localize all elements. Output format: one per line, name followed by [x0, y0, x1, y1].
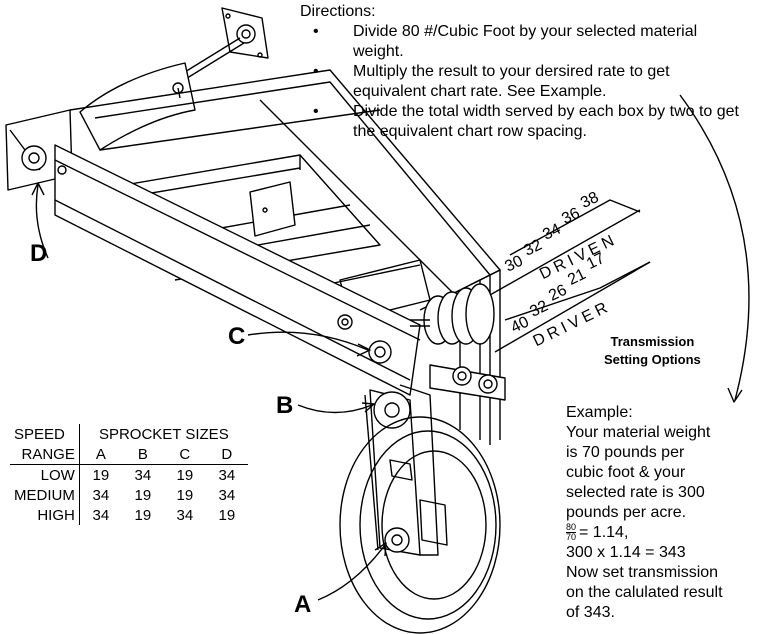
directions-list: •Divide 80 #/Cubic Foot by your selected… — [313, 22, 743, 142]
gear-bracket — [429, 364, 506, 401]
bullet-icon: • — [313, 23, 319, 40]
callout-b: B — [276, 392, 294, 419]
transmission-cone — [410, 283, 495, 345]
direction-item: •Divide 80 #/Cubic Foot by your selected… — [313, 23, 698, 60]
table-row: MEDIUM 34 19 19 34 — [10, 485, 248, 505]
example-line: on the calulated result — [566, 584, 723, 601]
callout-c: C — [228, 323, 246, 350]
drive-wheel — [339, 416, 501, 634]
direction-item: •Divide the total width served by each b… — [313, 103, 739, 140]
example-block: Example: Your material weight is 70 poun… — [566, 403, 766, 623]
column-header: D — [205, 444, 248, 465]
driven-number: 34 — [540, 221, 564, 244]
sprocket-table: SPEED SPROCKET SIZES RANGE A B C D LOW 1… — [10, 424, 248, 525]
callout-a: A — [294, 591, 312, 618]
rear-bearing-plate — [221, 7, 269, 59]
direction-item: •Multiply the result to your dersired ra… — [313, 63, 670, 100]
table-row: HIGH 34 19 34 19 — [10, 505, 248, 525]
example-title: Example: — [566, 404, 633, 421]
drive-shaft — [179, 37, 245, 81]
example-line: of 343. — [566, 604, 615, 621]
example-calc: 300 x 1.14 = 343 — [566, 544, 686, 561]
example-line: selected rate is 300 — [566, 484, 705, 501]
sprocket-c — [337, 314, 392, 364]
driver-number: 21 — [565, 266, 589, 289]
sprocket-b — [373, 391, 411, 429]
column-header: B — [121, 444, 164, 465]
driver-number: 40 — [508, 313, 532, 336]
driver-scale-lines — [494, 261, 651, 353]
bullet-icon: • — [313, 103, 319, 120]
driven-number: 30 — [502, 252, 526, 275]
callout-d: D — [30, 240, 48, 267]
sprocket-a — [384, 527, 410, 553]
driver-number: 17 — [584, 250, 608, 273]
driven-number: 32 — [521, 237, 545, 260]
callout-arrows — [31, 94, 750, 601]
example-line: is 70 pounds per — [566, 444, 685, 461]
driven-number: 38 — [578, 189, 602, 212]
example-line: Now set transmission — [566, 564, 719, 581]
column-header: A — [79, 444, 122, 465]
table-header-right: SPROCKET SIZES — [98, 425, 229, 443]
driver-number: 32 — [527, 298, 551, 321]
driven-number: 36 — [559, 205, 583, 228]
example-line: pounds per acre. — [566, 504, 687, 521]
driver-number: 26 — [546, 282, 570, 305]
table-header-left: RANGE — [10, 444, 80, 465]
front-rail — [54, 144, 421, 396]
transmission-title: Transmission Setting Options — [604, 334, 701, 367]
example-line: Your material weight — [566, 424, 711, 441]
table-header-left: SPEED — [10, 424, 80, 444]
bullet-icon: • — [313, 63, 319, 80]
column-header: C — [163, 444, 206, 465]
driven-scale-lines — [489, 199, 641, 296]
table-row: LOW 19 34 19 34 — [10, 464, 248, 485]
directions-title: Directions: — [300, 3, 376, 20]
example-line: cubic foot & your — [566, 464, 686, 481]
